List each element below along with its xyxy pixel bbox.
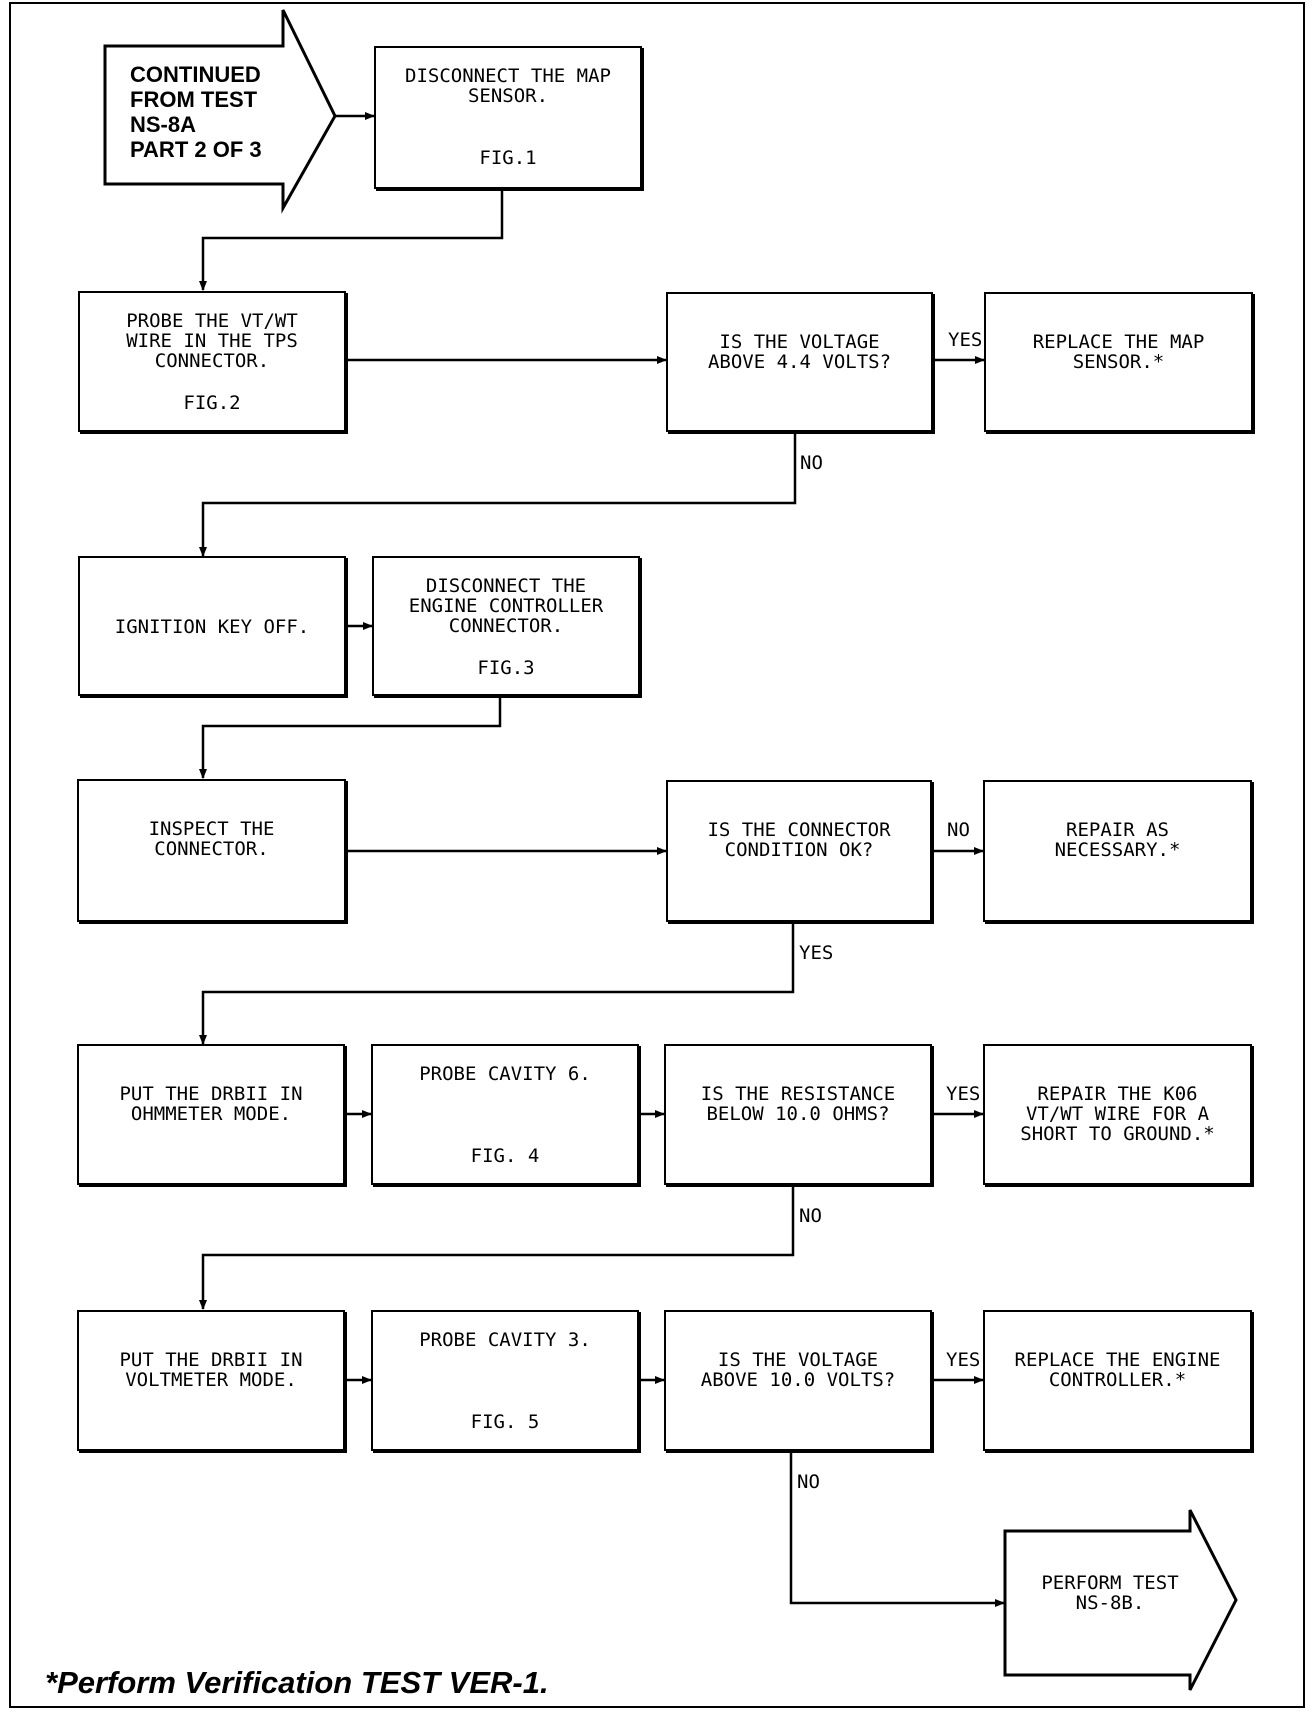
end-arrow-shape — [1003, 1509, 1238, 1691]
box-text: PUT THE DRBII IN VOLTMETER MODE. — [119, 1349, 303, 1391]
ohmmeter-mode-box: PUT THE DRBII IN OHMMETER MODE. — [77, 1044, 345, 1185]
box-text: REPAIR THE K06 VT/WT WIRE FOR A SHORT TO… — [1020, 1083, 1215, 1145]
yes-label: YES — [948, 329, 983, 351]
yes-label: YES — [799, 942, 834, 964]
disconnect-engine-controller-box: DISCONNECT THE ENGINE CONTROLLER CONNECT… — [372, 556, 640, 696]
box-text: INSPECT THE CONNECTOR. — [148, 818, 275, 860]
page-frame — [9, 2, 1305, 1708]
replace-map-sensor-box: REPLACE THE MAP SENSOR.* — [984, 292, 1253, 432]
disconnect-map-sensor-box: DISCONNECT THE MAP SENSOR. FIG.1 — [374, 46, 642, 189]
start-arrow-text: CONTINUED FROM TEST NS-8A PART 2 OF 3 — [130, 62, 262, 162]
replace-engine-controller-box: REPLACE THE ENGINE CONTROLLER.* — [983, 1310, 1252, 1451]
fig-label: FIG.2 — [183, 392, 241, 414]
box-text: IS THE VOLTAGE ABOVE 10.0 VOLTS? — [700, 1349, 896, 1391]
box-text: IS THE VOLTAGE ABOVE 4.4 VOLTS? — [707, 331, 892, 373]
box-text: PROBE CAVITY 3. — [419, 1329, 591, 1351]
box-text: IS THE RESISTANCE BELOW 10.0 OHMS? — [700, 1083, 896, 1125]
fig-label: FIG.1 — [479, 147, 537, 169]
probe-vtwt-wire-box: PROBE THE VT/WT WIRE IN THE TPS CONNECTO… — [78, 291, 346, 432]
fig-label: FIG.3 — [477, 657, 535, 679]
voltmeter-mode-box: PUT THE DRBII IN VOLTMETER MODE. — [77, 1310, 345, 1451]
fig-label: FIG. 5 — [470, 1411, 540, 1433]
yes-label: YES — [946, 1349, 981, 1371]
box-text: REPLACE THE MAP SENSOR.* — [1032, 331, 1205, 373]
box-text: REPAIR AS NECESSARY.* — [1054, 819, 1181, 861]
line-resistance-no — [199, 1185, 795, 1310]
no-label: NO — [799, 1205, 822, 1227]
no-label: NO — [797, 1471, 820, 1493]
box-text: DISCONNECT THE MAP SENSOR. — [405, 65, 611, 107]
voltage-above-10-decision: IS THE VOLTAGE ABOVE 10.0 VOLTS? — [664, 1310, 932, 1451]
footnote: *Perform Verification TEST VER-1. — [45, 1665, 549, 1700]
line-disconnect-ec-to-inspect — [199, 696, 502, 779]
box-text: PROBE THE VT/WT WIRE IN THE TPS CONNECTO… — [126, 310, 298, 372]
line-connector-ok-yes — [199, 922, 795, 1045]
box-text: REPLACE THE ENGINE CONTROLLER.* — [1014, 1349, 1221, 1391]
box-text: IS THE CONNECTOR CONDITION OK? — [707, 819, 891, 861]
end-arrow-text: PERFORM TEST NS-8B. — [1041, 1572, 1179, 1614]
box-text: PUT THE DRBII IN OHMMETER MODE. — [119, 1083, 303, 1125]
line-voltage44-no — [199, 432, 797, 557]
no-label: NO — [947, 819, 970, 841]
box-text: IGNITION KEY OFF. — [114, 616, 310, 638]
voltage-above-4-4-decision: IS THE VOLTAGE ABOVE 4.4 VOLTS? — [666, 292, 933, 432]
inspect-connector-box: INSPECT THE CONNECTOR. — [77, 779, 346, 922]
line-disconnect-to-probe — [199, 189, 504, 291]
connector-condition-decision: IS THE CONNECTOR CONDITION OK? — [666, 780, 932, 922]
repair-as-necessary-box: REPAIR AS NECESSARY.* — [983, 780, 1252, 922]
yes-label: YES — [946, 1083, 981, 1105]
no-label: NO — [800, 452, 823, 474]
resistance-below-10-decision: IS THE RESISTANCE BELOW 10.0 OHMS? — [664, 1044, 932, 1185]
box-text: PROBE CAVITY 6. — [419, 1063, 591, 1085]
repair-k06-wire-box: REPAIR THE K06 VT/WT WIRE FOR A SHORT TO… — [983, 1044, 1252, 1185]
fig-label: FIG. 4 — [470, 1145, 540, 1167]
box-text: DISCONNECT THE ENGINE CONTROLLER CONNECT… — [408, 575, 604, 637]
probe-cavity-6-box: PROBE CAVITY 6. FIG. 4 — [371, 1044, 639, 1185]
line-voltage10-no — [789, 1451, 1005, 1607]
probe-cavity-3-box: PROBE CAVITY 3. FIG. 5 — [371, 1310, 639, 1451]
ignition-key-off-box: IGNITION KEY OFF. — [78, 556, 346, 696]
start-arrow-shape — [103, 9, 337, 214]
